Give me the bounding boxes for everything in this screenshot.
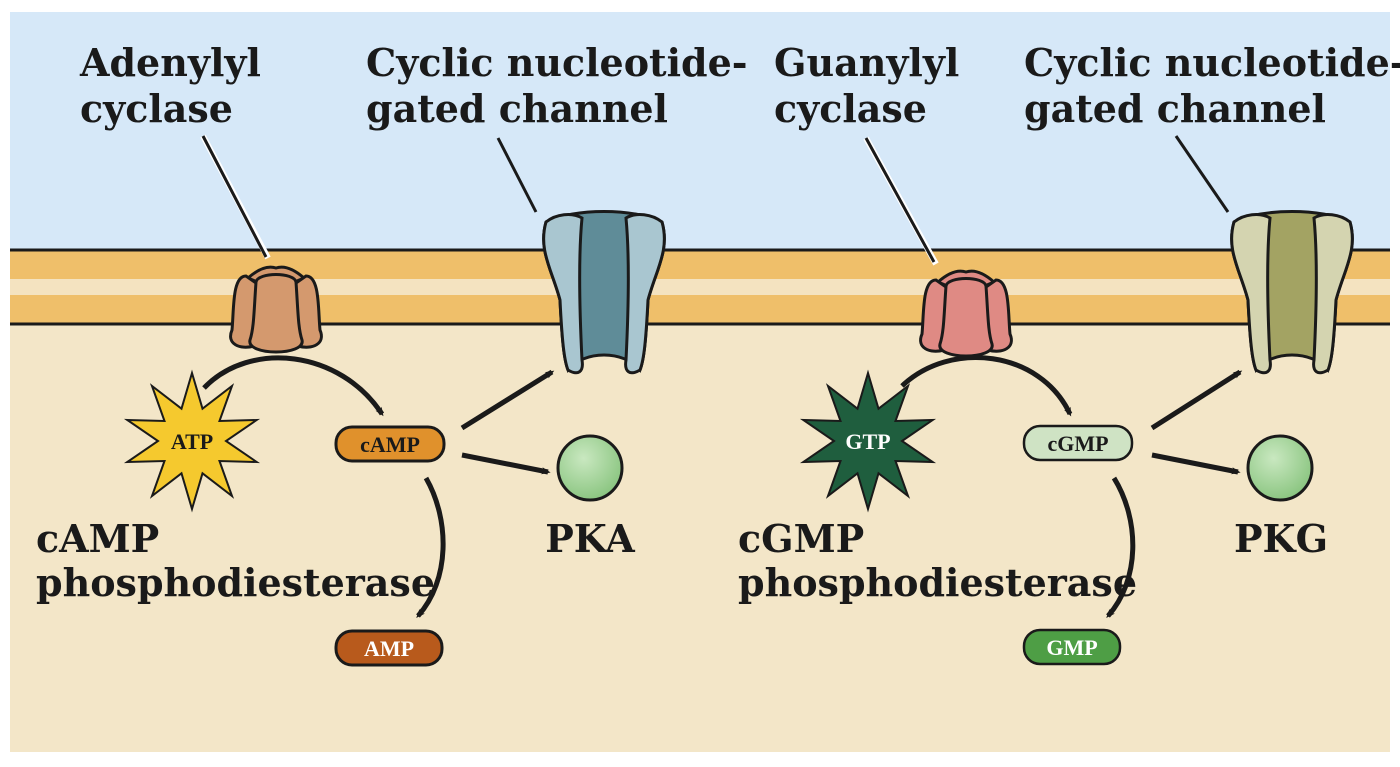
adenylyl-cyclase-leader-line xyxy=(200,134,271,260)
gmp-label: GMP xyxy=(1046,635,1097,660)
arrow-camp-to-pka xyxy=(461,452,551,475)
guanylyl-cyclase-protein xyxy=(919,269,1013,358)
cng-channel-2-leader-line xyxy=(1174,135,1230,213)
arrow-gtp-to-cgmp xyxy=(900,355,1073,417)
adenylyl-cyclase-label-line1: Adenylyl xyxy=(79,40,261,85)
pka-label: PKA xyxy=(545,516,635,561)
guanylyl-cyclase-leader-line xyxy=(863,136,939,266)
camp-molecule: cAMP xyxy=(334,425,446,463)
guanylyl-cyclase-label-line2: cyclase xyxy=(774,86,927,131)
cng-channel-1-leader-line xyxy=(496,137,538,213)
adenylyl-cyclase-label-line2: cyclase xyxy=(80,86,233,131)
gmp-molecule: GMP xyxy=(1022,628,1122,666)
amp-molecule: AMP xyxy=(334,629,444,667)
atp-label: ATP xyxy=(171,429,213,454)
plasma-membrane xyxy=(10,248,1390,326)
camp-pde-label-line2: phosphodiesterase xyxy=(36,560,435,605)
pka-kinase xyxy=(556,434,624,502)
arrow-atp-to-camp xyxy=(202,355,385,417)
arrow-cgmp-to-pkg xyxy=(1151,452,1241,475)
adenylyl-cyclase-protein xyxy=(229,265,323,354)
pkg-label: PKG xyxy=(1234,516,1328,561)
pkg-kinase xyxy=(1246,434,1314,502)
cng-channel-1-label-line1: Cyclic nucleotide- xyxy=(366,40,748,85)
amp-label: AMP xyxy=(364,636,414,661)
arrow-camp-to-channel xyxy=(460,369,555,431)
guanylyl-cyclase-label-line1: Guanylyl xyxy=(774,40,959,85)
camp-label: cAMP xyxy=(360,432,420,457)
atp-molecule: ATP xyxy=(123,369,261,513)
camp-pde-label-line1: cAMP xyxy=(36,516,159,561)
cgmp-molecule: cGMP xyxy=(1022,424,1134,462)
gtp-molecule: GTP xyxy=(799,369,937,513)
cytoplasm xyxy=(10,324,1390,752)
cng-channel-1 xyxy=(542,210,666,375)
cng-channel-1-label-line2: gated channel xyxy=(366,86,668,131)
cng-channel-2-label-line2: gated channel xyxy=(1024,86,1326,131)
arrow-camp-to-amp xyxy=(416,476,446,619)
arrow-cgmp-to-gmp xyxy=(1106,476,1136,619)
cgmp-pde-label-line1: cGMP xyxy=(738,516,864,561)
gtp-label: GTP xyxy=(845,429,890,454)
cng-channel-2-label-line1: Cyclic nucleotide- xyxy=(1024,40,1400,85)
arrow-cgmp-to-channel xyxy=(1150,369,1243,431)
cgmp-label: cGMP xyxy=(1047,431,1108,456)
cgmp-pde-label-line2: phosphodiesterase xyxy=(738,560,1137,605)
cng-channel-2 xyxy=(1230,210,1354,375)
